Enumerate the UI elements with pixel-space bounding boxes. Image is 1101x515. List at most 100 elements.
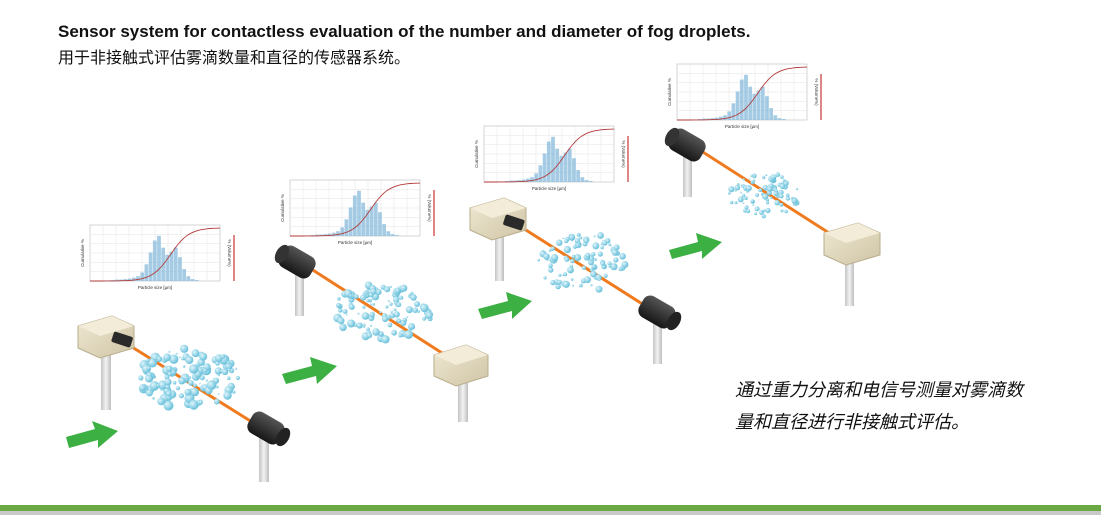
fog-droplet: [146, 358, 150, 362]
histogram-bar: [315, 234, 319, 236]
histogram-bar: [352, 195, 357, 236]
histogram-bar: [394, 235, 399, 236]
fog-droplet: [555, 283, 561, 290]
fog-droplet: [390, 310, 393, 313]
emitter-unit: [77, 315, 135, 359]
caption-line-2: 量和直径进行非接触式评估。: [735, 412, 969, 433]
fog-droplet: [765, 174, 768, 177]
sensor-stage-3: [469, 197, 682, 364]
histogram-bar: [521, 179, 526, 182]
fog-droplet: [338, 308, 343, 313]
histogram-bar: [136, 276, 140, 281]
fog-droplet: [203, 363, 211, 371]
fog-droplet: [760, 192, 764, 195]
fog-droplet: [232, 390, 236, 394]
footer-bar-shadow: [0, 511, 1101, 515]
histogram-bar: [773, 115, 778, 120]
histogram-bar: [760, 86, 765, 120]
fog-droplet: [199, 382, 201, 385]
fog-droplet: [360, 294, 367, 301]
fog-droplet: [164, 378, 172, 386]
fog-droplet: [361, 312, 370, 320]
fog-droplet: [215, 385, 219, 389]
histogram-bar: [752, 93, 757, 120]
histogram-bar: [576, 170, 581, 182]
fog-droplet: [600, 245, 604, 250]
fog-droplet: [406, 316, 409, 318]
fog-droplet: [393, 311, 400, 318]
fog-droplet: [408, 293, 411, 296]
histogram-bar: [140, 272, 145, 281]
fog-droplet: [404, 330, 413, 339]
fog-droplet: [597, 251, 603, 257]
fog-droplet: [782, 179, 786, 182]
support-post: [101, 348, 111, 410]
fog-droplet: [581, 265, 587, 270]
x-axis-label: Particle size [µm]: [338, 240, 372, 245]
fog-droplet: [353, 294, 359, 299]
fog-droplet: [603, 273, 608, 278]
fog-droplet: [765, 207, 771, 214]
fog-droplet: [422, 316, 426, 321]
fog-droplet: [591, 264, 596, 269]
fog-droplet: [206, 380, 217, 390]
y-axis-label-right: % (Volume%): [427, 194, 432, 222]
fog-droplet: [734, 189, 737, 192]
fog-droplet: [147, 358, 157, 368]
fog-droplet: [740, 184, 742, 186]
fog-droplet: [381, 335, 390, 344]
fog-droplet: [588, 259, 594, 266]
fog-droplet: [564, 256, 570, 262]
fog-droplet: [597, 232, 604, 239]
histogram-bar: [731, 103, 736, 120]
histogram-bar: [327, 233, 332, 236]
fog-droplet: [362, 325, 366, 328]
fog-droplet: [785, 193, 790, 197]
histogram-bar: [131, 277, 136, 281]
fog-droplet: [152, 396, 155, 400]
fog-droplet: [362, 305, 366, 309]
y-axis-label: Cumulative %: [280, 194, 285, 222]
support-post: [495, 225, 504, 281]
fog-droplet: [405, 306, 413, 314]
fog-droplet: [742, 178, 745, 181]
fog-droplet: [214, 367, 223, 375]
y-axis-label-right: % (Volume%): [227, 239, 232, 267]
y-axis-label: Cumulative %: [80, 239, 85, 267]
fog-droplet: [621, 261, 629, 268]
fog-droplet: [619, 252, 626, 260]
flow-arrow-2: [282, 357, 337, 384]
histogram-bar: [357, 190, 361, 236]
histogram-bar: [509, 180, 513, 182]
fog-droplet: [765, 201, 770, 205]
fog-droplet: [611, 249, 619, 256]
fog-droplet: [763, 209, 766, 212]
histogram-bar: [182, 269, 187, 281]
fog-droplet: [398, 333, 403, 338]
histogram-bar: [723, 115, 727, 120]
fog-droplet: [370, 288, 377, 295]
histogram-bar: [194, 280, 199, 281]
histogram-bar: [365, 209, 370, 236]
histogram-bar: [152, 240, 157, 281]
flow-arrow-3: [478, 292, 532, 319]
histogram-bar: [572, 158, 576, 182]
fog-droplet: [543, 276, 547, 280]
detector-unit: [247, 411, 291, 447]
fog-droplet: [742, 202, 745, 205]
laser-beam: [304, 263, 457, 364]
fog-droplet: [139, 384, 146, 391]
page-subtitle: 用于非接触式评估雾滴数量和直径的传感器系统。: [58, 48, 411, 67]
particle-size-chart-1: Particle size [µm]Cumulative %% (Volume%…: [78, 221, 240, 299]
fog-droplet: [387, 322, 393, 328]
fog-droplet: [562, 280, 570, 288]
fog-droplet: [600, 259, 603, 262]
fog-droplet: [145, 374, 153, 383]
fog-droplet: [367, 290, 369, 293]
fog-droplet: [607, 261, 612, 266]
fog-droplet: [215, 354, 223, 362]
fog-droplet: [393, 308, 397, 312]
fog-droplet: [168, 350, 171, 353]
fog-droplet: [570, 278, 574, 281]
fog-droplet: [752, 179, 756, 183]
